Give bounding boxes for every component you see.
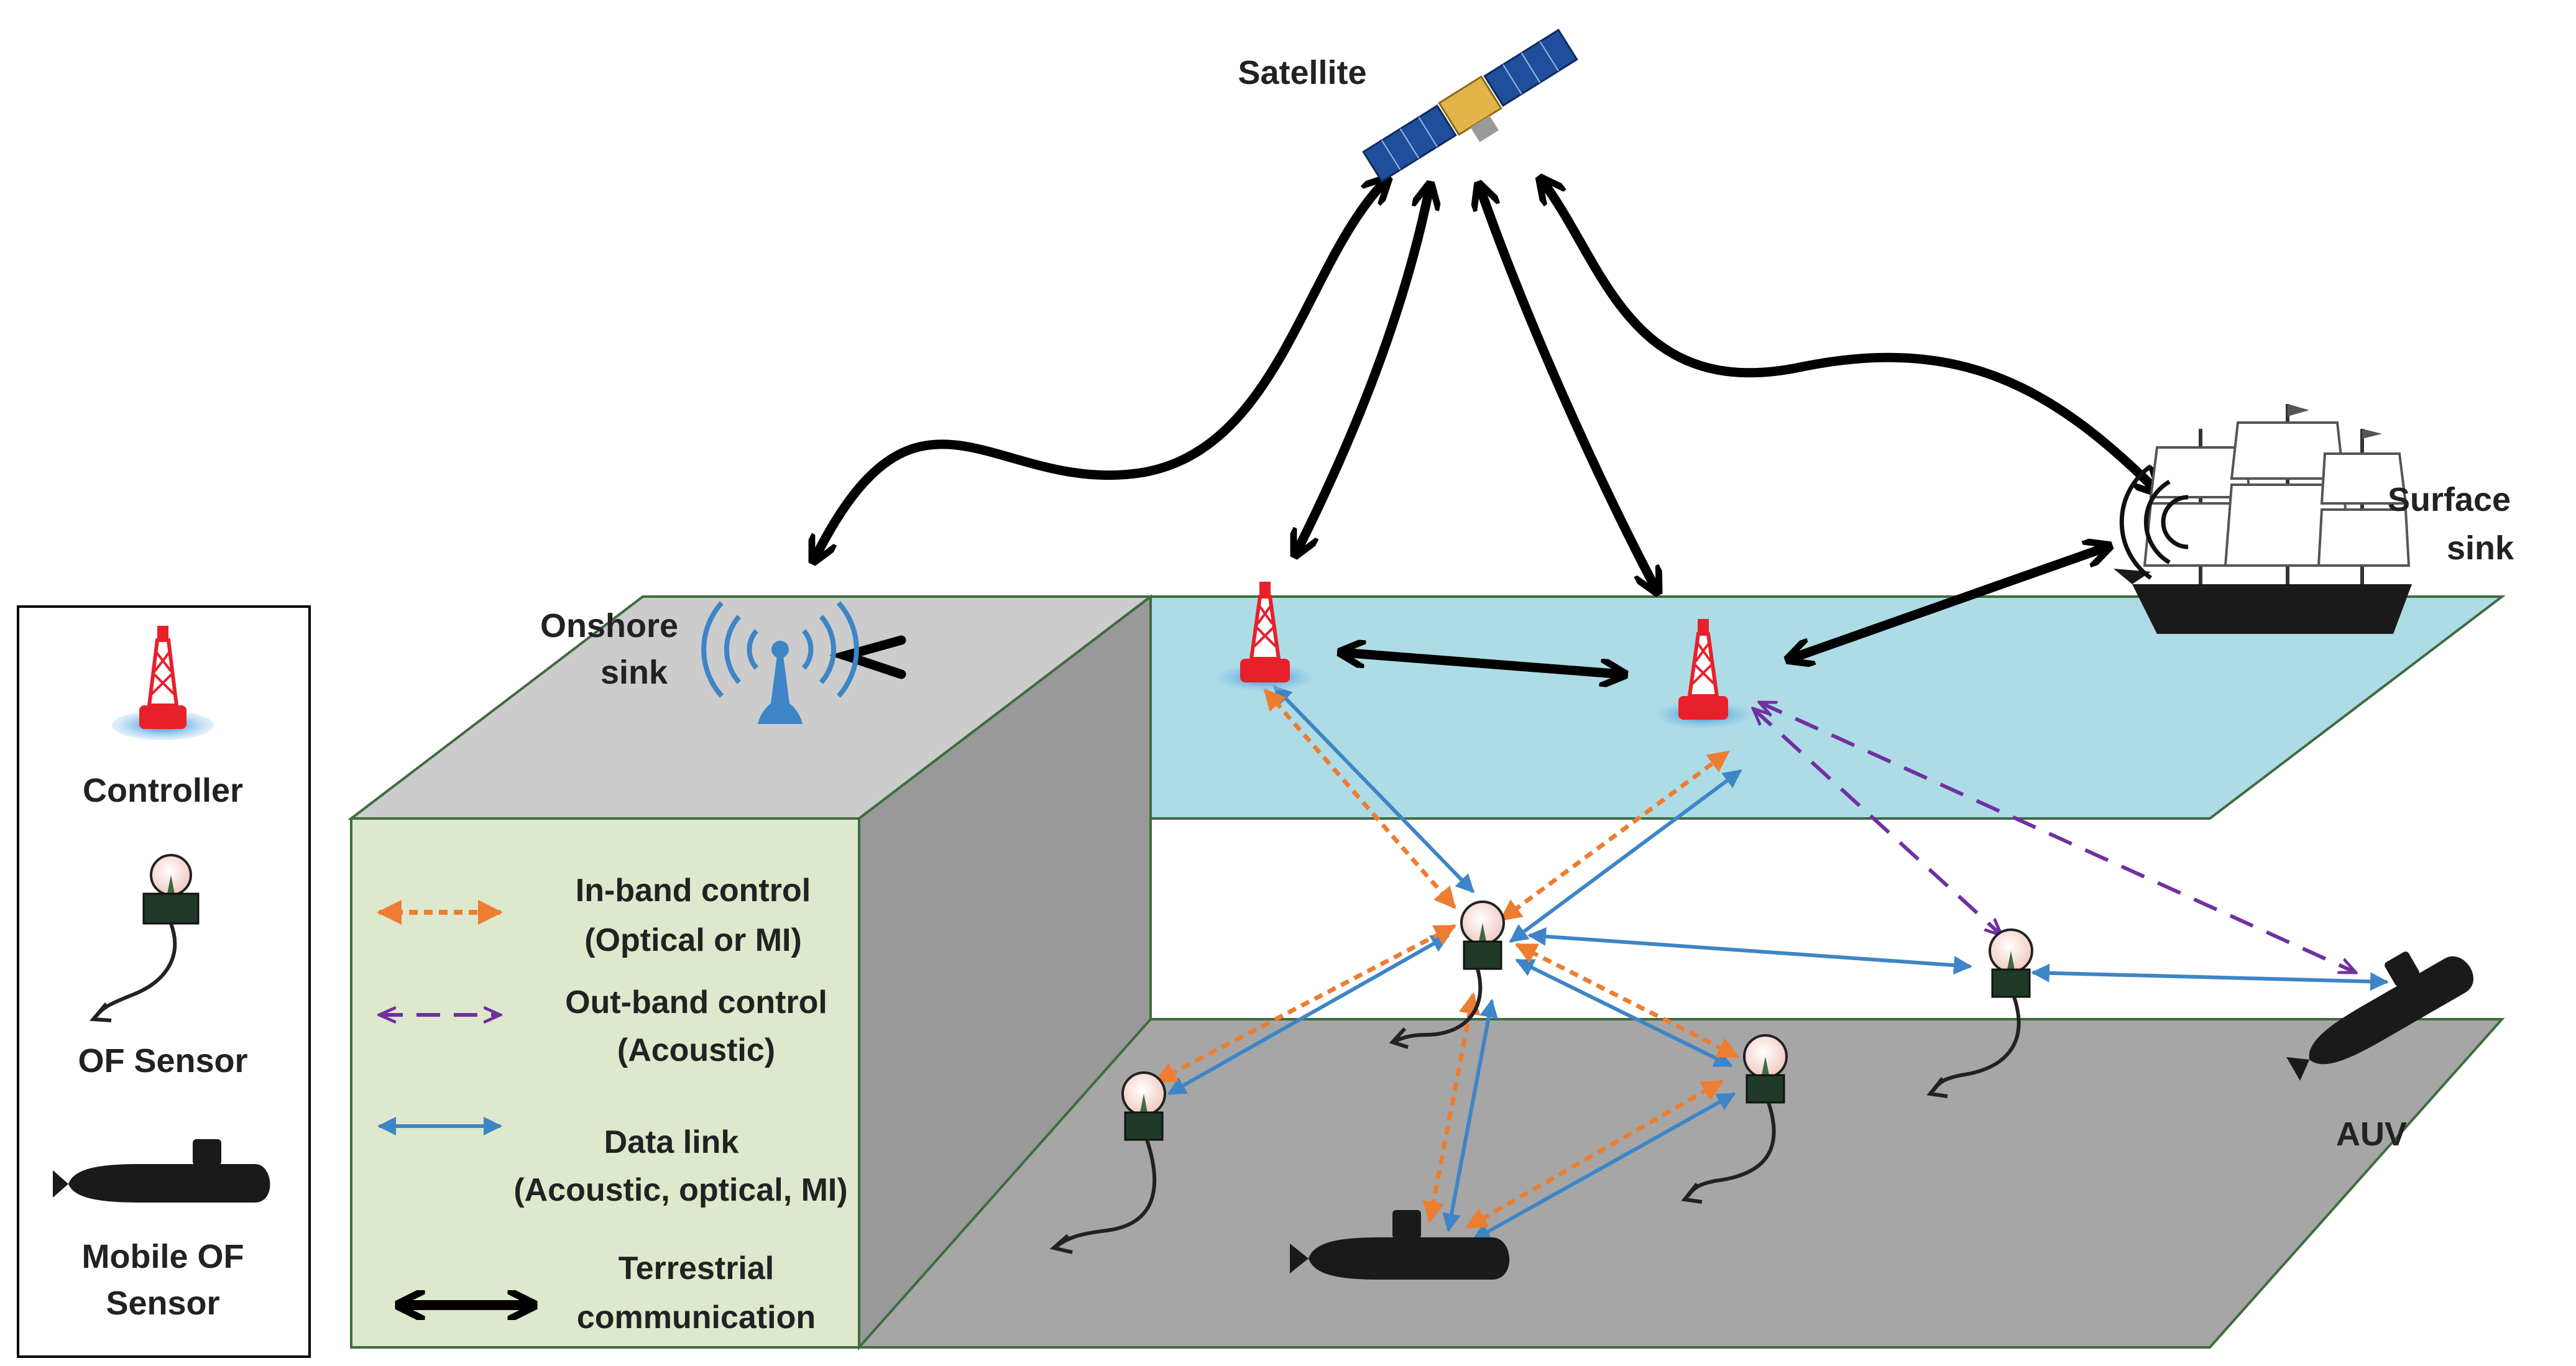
inband-control-link [1263, 688, 1456, 909]
buoy-icon [112, 626, 214, 740]
satellite-to-buoy2-arrow [1479, 186, 1657, 590]
inband-control-link [1422, 992, 1481, 1224]
buoy1-buoy2-arrow [1343, 653, 1622, 674]
surface-sink-label-line1: Surface [2388, 481, 2511, 518]
terrestrial-links [814, 180, 2157, 674]
inband-control-link [1154, 924, 1457, 1084]
inband-links [1154, 688, 1740, 1230]
outband-legend-line2: (Acoustic) [617, 1032, 775, 1068]
sensor-icon [1926, 928, 2033, 1098]
buoy-icon [1655, 619, 1752, 728]
buoy-icon [1217, 582, 1313, 691]
satellite-icon [1362, 29, 1578, 183]
link-legend: In-band control (Optical or MI) Out-band… [377, 873, 848, 1336]
data-link [1527, 927, 1972, 975]
inband-control-link [1465, 1079, 1724, 1230]
seabed [856, 1018, 2505, 1349]
submarine-icon [2286, 951, 2473, 1081]
sensor-icon [1049, 1071, 1166, 1254]
mobile-of-sensor-line2: Sensor [106, 1285, 219, 1322]
onshore-sink-label-line2: sink [600, 654, 668, 691]
inband-legend-line2: (Optical or MI) [584, 922, 802, 958]
surface-sink-label-line2: sink [2447, 529, 2514, 567]
scene [347, 594, 2506, 1351]
mobile-of-sensor-line1: Mobile OF [82, 1238, 244, 1275]
inband-control-link [1499, 750, 1730, 922]
of-sensor-label: OF Sensor [78, 1042, 247, 1080]
outband-legend-line1: Out-band control [565, 984, 827, 1020]
inband-legend-line1: In-band control [576, 873, 811, 909]
outband-links [1753, 700, 2356, 974]
inband-control-link [1514, 942, 1740, 1059]
satellite-label: Satellite [1238, 54, 1366, 91]
sensor-icon [1681, 1034, 1788, 1204]
auv-label: AUV [2336, 1116, 2407, 1153]
onshore-chevron [829, 635, 906, 679]
onshore-sink-label-line1: Onshore [540, 607, 678, 644]
terrestrial-legend-line2: communication [577, 1300, 816, 1336]
sensor-icon [1389, 901, 1505, 1049]
satellite-to-buoy1-arrow [1296, 186, 1430, 553]
ship-signal-icon [2119, 464, 2189, 580]
controller-label: Controller [83, 772, 243, 809]
submarine-icon [1290, 1210, 1510, 1280]
side-legend: Controller OF Sensor Mobile OF Sensor [17, 605, 311, 1358]
satellite-to-onshore-arrow [814, 180, 1386, 559]
ship-icon [2114, 404, 2412, 634]
data-legend-line2: (Acoustic, optical, MI) [513, 1172, 847, 1208]
satellite-to-ship-arrow [1542, 180, 2157, 491]
outband-control-link [1759, 700, 2356, 974]
data-link [2031, 963, 2389, 991]
terrestrial-legend-line1: Terrestrial [619, 1250, 775, 1286]
submarine-icon [53, 1139, 270, 1203]
data-legend-line1: Data link [604, 1124, 739, 1160]
sensor-icon [89, 854, 200, 1022]
buoy2-ship-arrow [1790, 547, 2107, 659]
